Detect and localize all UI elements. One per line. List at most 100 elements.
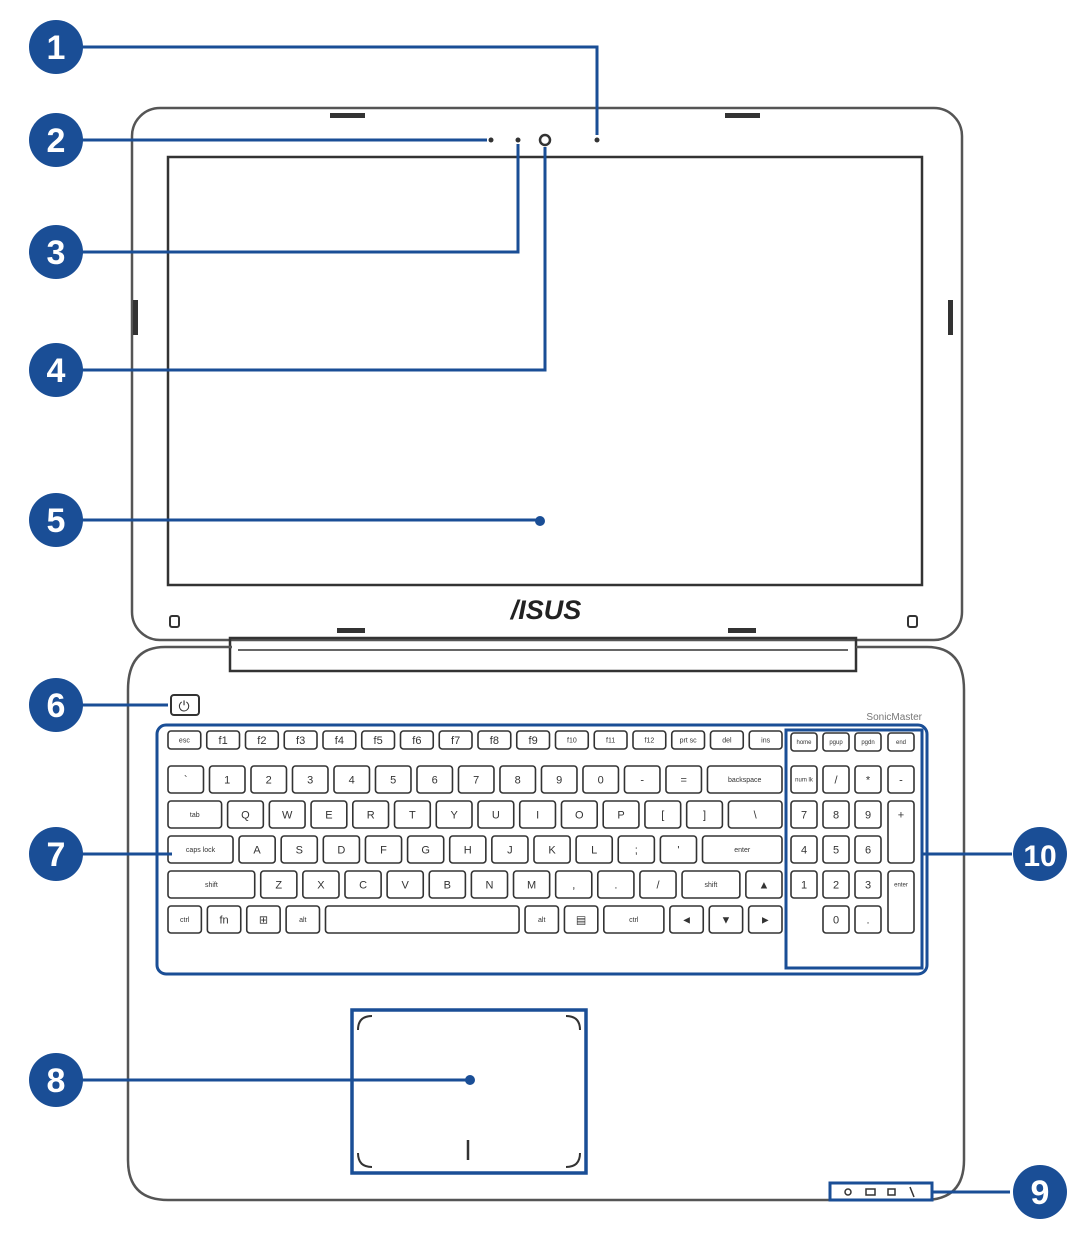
numpad-key-4[interactable]: 4 [790, 835, 818, 864]
key-[[interactable]: [ [644, 800, 682, 829]
numpad-key-num-lk[interactable]: num lk [790, 765, 818, 794]
key-u[interactable]: U [477, 800, 515, 829]
numpad-key-6[interactable]: 6 [854, 835, 882, 864]
key-f5[interactable]: f5 [360, 730, 396, 750]
numpad-key-8[interactable]: 8 [822, 800, 850, 829]
key-.[interactable]: . [596, 870, 635, 899]
numpad-key-7[interactable]: 7 [790, 800, 818, 829]
key-5[interactable]: 5 [374, 765, 412, 794]
key-▤[interactable]: ▤ [563, 905, 599, 934]
touchpad[interactable] [350, 1008, 588, 1175]
key-d[interactable]: D [322, 835, 361, 864]
key-;[interactable]: ; [617, 835, 656, 864]
key-q[interactable]: Q [226, 800, 265, 829]
numpad-key-+[interactable]: + [887, 800, 915, 864]
key--[interactable]: - [623, 765, 661, 794]
key-ctrl[interactable]: ctrl [167, 905, 203, 934]
key-f2[interactable]: f2 [244, 730, 280, 750]
key-4[interactable]: 4 [333, 765, 371, 794]
key-caps-lock[interactable]: caps lock [167, 835, 234, 864]
key-s[interactable]: S [280, 835, 319, 864]
key-alt[interactable]: alt [285, 905, 321, 934]
key-p[interactable]: P [602, 800, 640, 829]
key-z[interactable]: Z [259, 870, 298, 899]
key-e[interactable]: E [310, 800, 348, 829]
key-ins[interactable]: ins [748, 730, 783, 750]
key-o[interactable]: O [560, 800, 599, 829]
key-tab[interactable]: tab [167, 800, 223, 829]
key-f10[interactable]: f10 [554, 730, 590, 750]
key-2[interactable]: 2 [250, 765, 288, 794]
key-enter[interactable]: enter [701, 835, 783, 864]
key-8[interactable]: 8 [499, 765, 537, 794]
key-0[interactable]: 0 [582, 765, 620, 794]
key-f4[interactable]: f4 [322, 730, 357, 750]
key-▲[interactable]: ▲ [745, 870, 783, 899]
power-button[interactable]: ⏻ [170, 694, 200, 716]
key-backspace[interactable]: backspace [706, 765, 783, 794]
key-fn[interactable]: fn [206, 905, 242, 934]
numpad-key-end[interactable]: end [887, 732, 915, 752]
numpad-key-pgup[interactable]: pgup [822, 732, 850, 752]
key-shift[interactable]: shift [167, 870, 256, 899]
key-3[interactable]: 3 [291, 765, 329, 794]
key-h[interactable]: H [448, 835, 487, 864]
key-shift[interactable]: shift [681, 870, 741, 899]
numpad-key-.[interactable]: . [854, 905, 882, 934]
key-9[interactable]: 9 [540, 765, 578, 794]
key-n[interactable]: N [470, 870, 509, 899]
key-`[interactable]: ` [167, 765, 205, 794]
key-g[interactable]: G [406, 835, 445, 864]
numpad-key-pgdn[interactable]: pgdn [854, 732, 882, 752]
key-l[interactable]: L [575, 835, 614, 864]
key-◄[interactable]: ◄ [669, 905, 705, 934]
key-f12[interactable]: f12 [632, 730, 667, 750]
numpad-key-9[interactable]: 9 [854, 800, 882, 829]
numpad-key-home[interactable]: home [790, 732, 818, 752]
numpad-key-/[interactable]: / [822, 765, 850, 794]
key-esc[interactable]: esc [167, 730, 202, 750]
key-f7[interactable]: f7 [438, 730, 473, 750]
key-f1[interactable]: f1 [205, 730, 241, 750]
key-1[interactable]: 1 [208, 765, 246, 794]
numpad-key-0[interactable]: 0 [822, 905, 850, 934]
key-][interactable]: ] [685, 800, 724, 829]
key-7[interactable]: 7 [457, 765, 495, 794]
numpad-key-2[interactable]: 2 [822, 870, 850, 899]
key-ctrl[interactable]: ctrl [603, 905, 665, 934]
key-y[interactable]: Y [435, 800, 473, 829]
key-w[interactable]: W [268, 800, 306, 829]
key-f11[interactable]: f11 [593, 730, 628, 750]
key-m[interactable]: M [512, 870, 551, 899]
key-6[interactable]: 6 [416, 765, 454, 794]
key-i[interactable]: I [518, 800, 557, 829]
numpad-key-enter[interactable]: enter [887, 870, 915, 934]
key-f[interactable]: F [364, 835, 403, 864]
key-/[interactable]: / [639, 870, 677, 899]
key-a[interactable]: A [238, 835, 276, 864]
key-f9[interactable]: f9 [515, 730, 551, 750]
key-=[interactable]: = [665, 765, 703, 794]
key-\[interactable]: \ [727, 800, 783, 829]
key-del[interactable]: del [709, 730, 745, 750]
key-prt-sc[interactable]: prt sc [670, 730, 706, 750]
key-space[interactable] [324, 905, 520, 934]
key-j[interactable]: J [491, 835, 529, 864]
numpad-key--[interactable]: - [887, 765, 915, 794]
key-'[interactable]: ' [659, 835, 698, 864]
key-⊞[interactable]: ⊞ [245, 905, 281, 934]
key-c[interactable]: C [344, 870, 382, 899]
key-,[interactable]: , [554, 870, 593, 899]
numpad-key-3[interactable]: 3 [854, 870, 882, 899]
key-x[interactable]: X [302, 870, 340, 899]
key-k[interactable]: K [533, 835, 571, 864]
key-►[interactable]: ► [747, 905, 783, 934]
key-f3[interactable]: f3 [283, 730, 318, 750]
key-b[interactable]: B [428, 870, 467, 899]
key-f8[interactable]: f8 [477, 730, 512, 750]
key-t[interactable]: T [393, 800, 432, 829]
key-r[interactable]: R [351, 800, 390, 829]
numpad-key-1[interactable]: 1 [790, 870, 818, 899]
key-v[interactable]: V [386, 870, 425, 899]
key-f6[interactable]: f6 [399, 730, 435, 750]
